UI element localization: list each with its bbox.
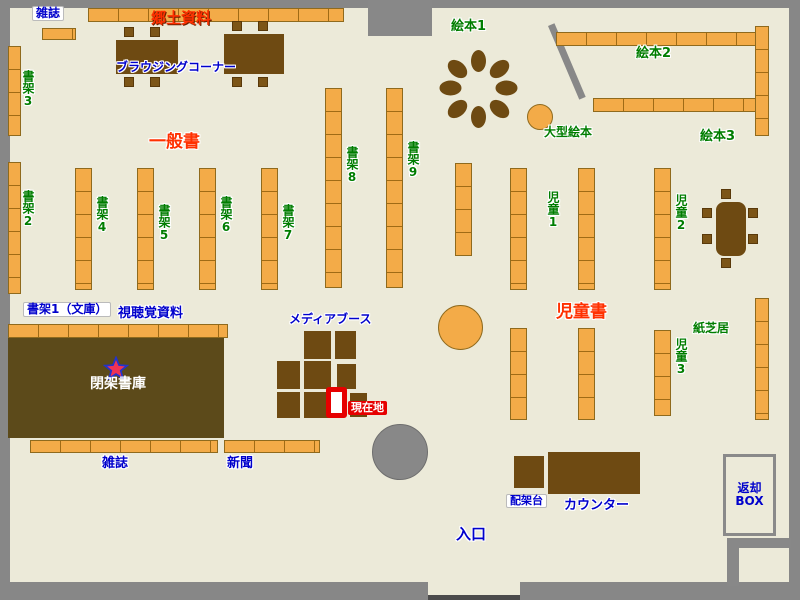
browsing-table-b xyxy=(224,34,284,74)
chair xyxy=(258,77,268,87)
return-box: 返却 BOX xyxy=(723,454,776,536)
label-magazines-bottom: 雑誌 xyxy=(102,456,129,471)
label-picture-books-2: 絵本2 xyxy=(636,46,672,61)
chair xyxy=(702,208,712,218)
label-closed-stacks: 閉架書庫 xyxy=(90,376,146,392)
pillar-circle xyxy=(372,424,428,480)
media-booth-unit xyxy=(277,361,300,389)
shelf-2-unit xyxy=(8,162,21,294)
shelf-4-unit xyxy=(75,168,92,290)
media-booth-unit xyxy=(277,392,300,418)
media-booth-unit xyxy=(304,361,331,389)
closed-stacks-area xyxy=(8,338,224,438)
star-icon xyxy=(103,356,129,381)
chair xyxy=(721,258,731,268)
label-local-materials: 郷土資料 xyxy=(151,9,212,27)
chair xyxy=(232,21,242,31)
entrance-sill xyxy=(428,595,520,600)
shelf-magazines-top xyxy=(42,28,76,40)
label-browsing-corner: ブラウジングコーナー xyxy=(116,60,237,74)
shelf-5-unit xyxy=(137,168,154,290)
label-large-picture-books: 大型絵本 xyxy=(544,125,593,139)
label-shelf-3: 書架3 xyxy=(21,70,35,108)
media-booth-unit xyxy=(304,331,331,359)
label-media-booth: メディアブース xyxy=(289,312,372,326)
entrance-opening xyxy=(428,582,520,595)
media-booth-unit xyxy=(337,364,356,389)
current-location-marker xyxy=(326,387,347,418)
chair xyxy=(748,208,758,218)
reading-table-right xyxy=(716,202,746,256)
label-magazines-top: 雑誌 xyxy=(32,6,65,22)
large-picture-books-table xyxy=(527,104,553,130)
shelf-7-unit xyxy=(261,168,278,290)
label-shelf-8: 書架8 xyxy=(345,146,359,184)
wall-pillar-top xyxy=(368,0,432,36)
return-box-label: 返却 xyxy=(737,480,762,495)
chair xyxy=(702,234,712,244)
label-shelving-stand: 配架台 xyxy=(506,494,547,509)
label-shelf-4: 書架4 xyxy=(95,196,109,234)
label-audiovisual: 視聴覚資料 xyxy=(118,306,184,321)
label-kamishibai: 紙芝居 xyxy=(693,321,730,335)
label-children-2: 児童2 xyxy=(674,194,688,232)
wall-corner-vertical xyxy=(727,538,739,586)
shelf-children-3 xyxy=(654,330,671,416)
shelf-1-bunko-unit xyxy=(8,324,228,338)
shelf-9-unit xyxy=(386,88,403,288)
counter-desk xyxy=(548,452,640,494)
seat-cushion xyxy=(439,80,462,96)
chair xyxy=(150,77,160,87)
label-general-books: 一般書 xyxy=(149,132,200,152)
label-children-books: 児童書 xyxy=(556,302,607,322)
label-shelf-1-bunko: 書架1（文庫） xyxy=(23,302,112,318)
shelving-stand-unit xyxy=(514,456,544,488)
chair xyxy=(232,77,242,87)
shelf-small-column xyxy=(455,163,472,256)
label-current-location: 現在地 xyxy=(348,401,387,416)
label-children-3: 児童3 xyxy=(674,338,688,376)
shelf-picture-books-3 xyxy=(593,98,756,112)
media-booth-unit xyxy=(335,331,356,359)
shelf-children-lower-b xyxy=(578,328,595,420)
shelf-picture-books-2 xyxy=(556,32,756,46)
seat-cushion xyxy=(471,106,486,128)
shelf-right-wall-top xyxy=(755,26,769,136)
shelf-3-unit xyxy=(8,46,21,136)
seat-cushion xyxy=(471,50,486,72)
label-shelf-6: 書架6 xyxy=(219,196,233,234)
shelf-8-unit xyxy=(325,88,342,288)
label-shelf-5: 書架5 xyxy=(157,204,171,242)
shelf-magazines-bottom xyxy=(30,440,218,453)
label-entrance: 入口 xyxy=(456,525,487,543)
shelf-children-2 xyxy=(654,168,671,290)
shelf-children-lower-a xyxy=(510,328,527,420)
label-picture-books-1: 絵本1 xyxy=(451,19,487,34)
label-counter: カウンター xyxy=(564,498,630,513)
chair xyxy=(721,189,731,199)
seat-cushion xyxy=(495,80,518,96)
label-shelf-7: 書架7 xyxy=(281,204,295,242)
shelf-children-1b xyxy=(578,168,595,290)
chair xyxy=(124,77,134,87)
shelf-newspapers xyxy=(224,440,320,453)
label-shelf-2: 書架2 xyxy=(21,190,35,228)
chair xyxy=(258,21,268,31)
label-newspapers: 新聞 xyxy=(227,456,254,471)
shelf-6-unit xyxy=(199,168,216,290)
round-table-center xyxy=(438,305,483,350)
label-children-1: 児童1 xyxy=(546,191,560,229)
return-box-label2: BOX xyxy=(735,494,764,508)
shelf-kamishibai xyxy=(755,298,769,420)
label-picture-books-3: 絵本3 xyxy=(700,129,736,144)
browsing-table-a xyxy=(116,40,178,74)
chair xyxy=(124,27,134,37)
shelf-local-materials xyxy=(88,8,344,22)
chair xyxy=(150,27,160,37)
wall-corner-horizontal xyxy=(727,538,791,548)
shelf-children-1a xyxy=(510,168,527,290)
label-shelf-9: 書架9 xyxy=(406,141,420,179)
chair xyxy=(748,234,758,244)
